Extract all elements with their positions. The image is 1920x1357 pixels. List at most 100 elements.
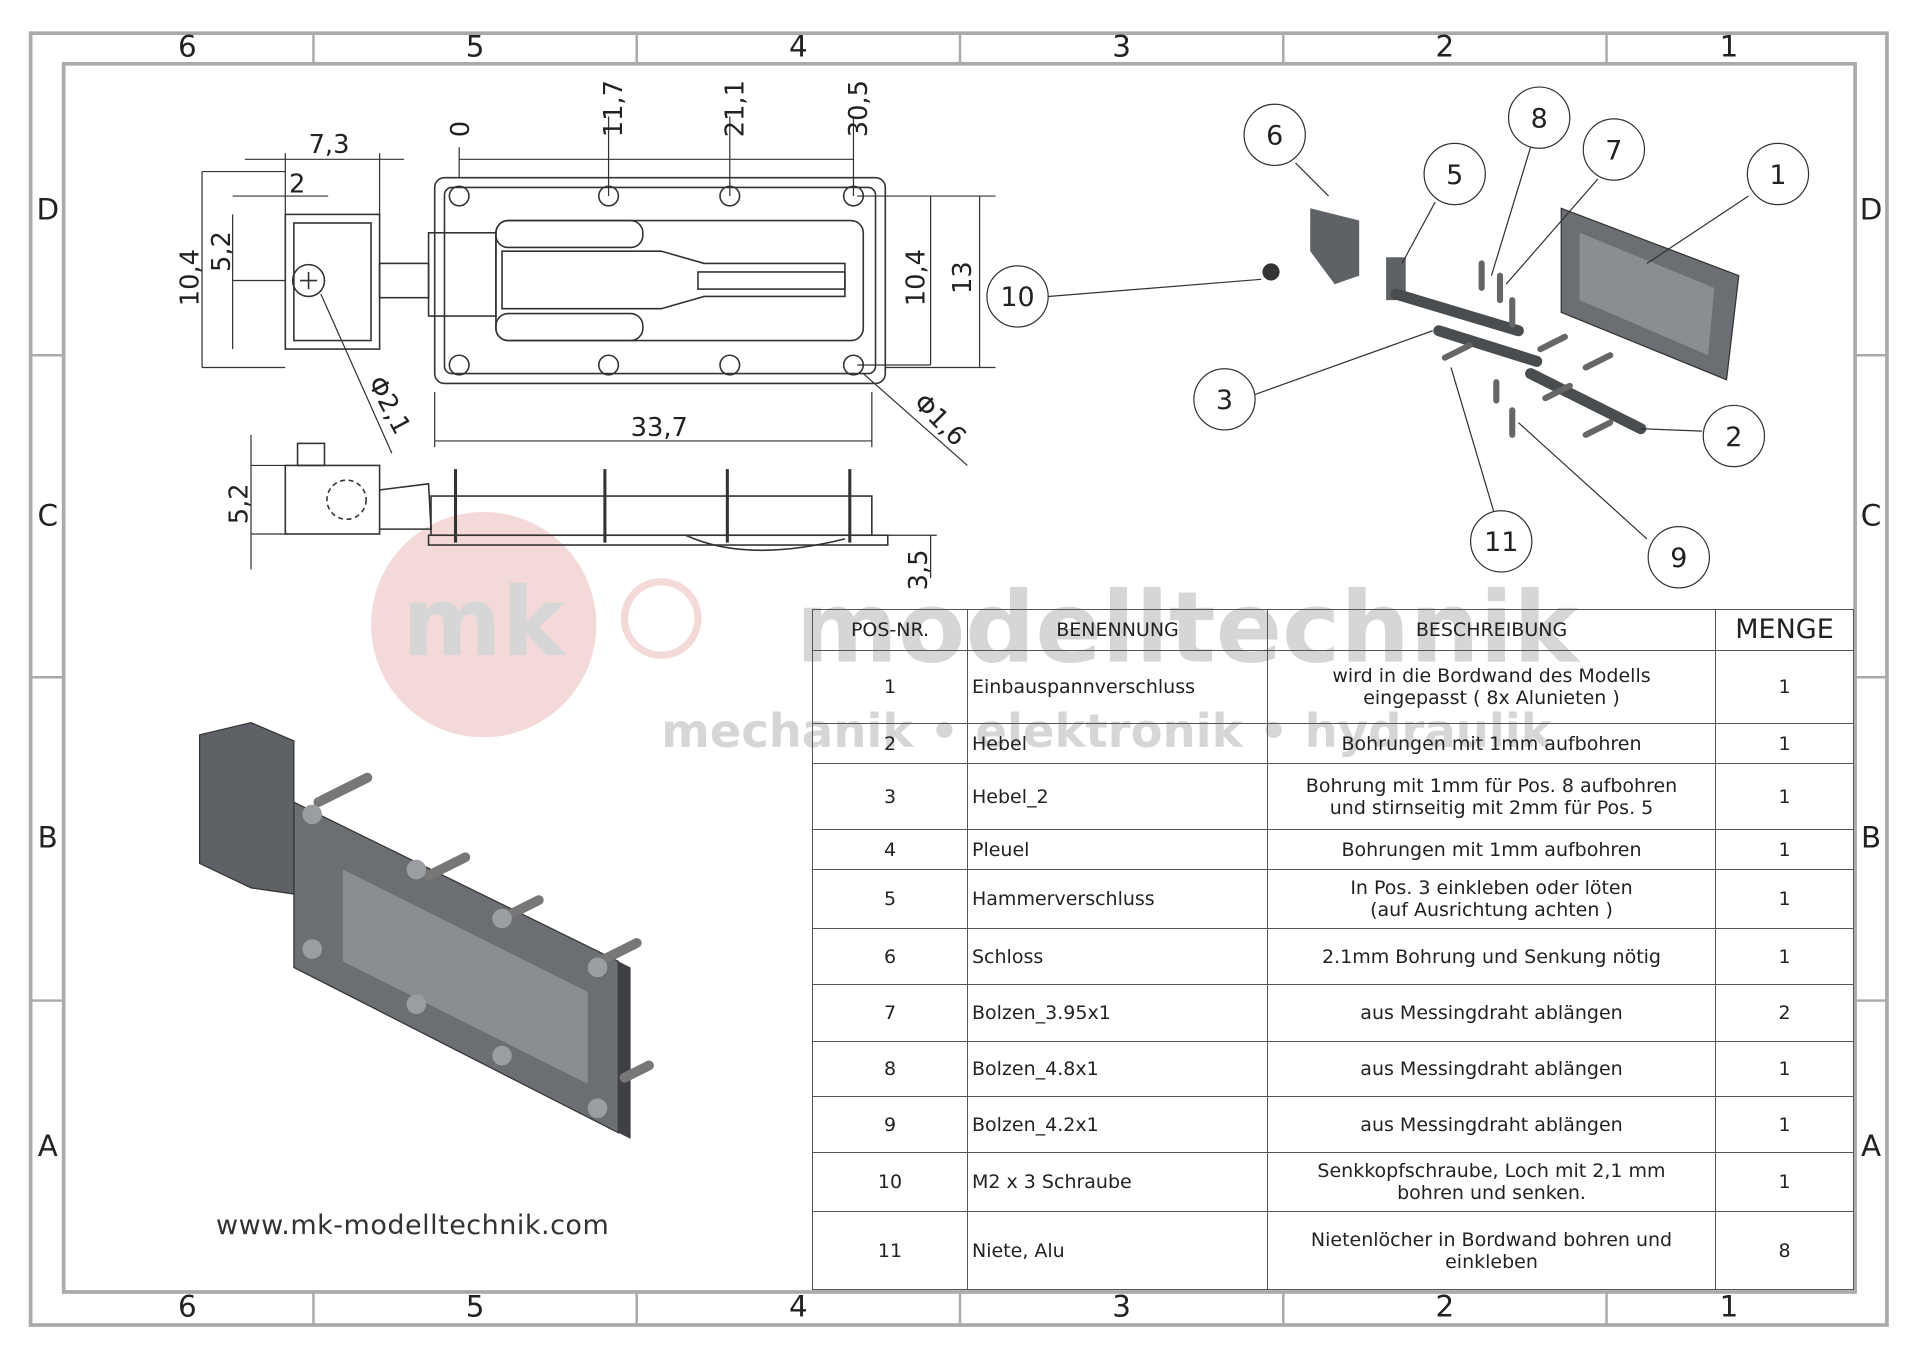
dimension-labels: 7,3 2 0 11,7 21,1 30,5 10,4 5,2 10,4 13 … — [175, 80, 978, 590]
balloon-label: 9 — [1670, 543, 1687, 574]
desc-line-2: bohren und senken. — [1397, 1182, 1586, 1204]
cell-desc: 2.1mm Bohrung und Senkung nötig — [1267, 928, 1716, 985]
zone-dividers — [30, 33, 1887, 1326]
cell-qty: 8 — [1715, 1211, 1854, 1290]
cell-pos: 3 — [812, 763, 968, 830]
balloons: 6 8 7 5 1 10 3 2 11 9 — [986, 86, 1810, 589]
desc-line-1: Senkkopfschraube, Loch mit 2,1 mm — [1317, 1160, 1666, 1182]
dim-pos-2: 21,1 — [720, 80, 750, 137]
zone-col-label: 5 — [466, 29, 485, 63]
cell-pos: 2 — [812, 723, 968, 764]
cell-pos: 8 — [812, 1041, 968, 1097]
dim-lock-half: 5,2 — [207, 231, 237, 272]
pos-value: 9 — [883, 1113, 897, 1136]
header-qty: MENGE — [1715, 609, 1854, 651]
pos-value: 8 — [883, 1058, 897, 1080]
dim-pos-3: 30,5 — [844, 80, 874, 137]
name-value: Bolzen_4.8x1 — [972, 1058, 1099, 1080]
pos-value: 1 — [883, 676, 897, 698]
qty-value: 1 — [1778, 1058, 1791, 1080]
zone-col-label: 3 — [1112, 29, 1131, 63]
balloon-label: 8 — [1531, 103, 1548, 134]
qty-value: 1 — [1778, 838, 1791, 861]
part-levers — [1390, 288, 1647, 435]
dim-side-depth: 3,5 — [904, 549, 934, 590]
name-value: Hebel — [972, 732, 1028, 755]
desc-line-1: aus Messingdraht ablängen — [1360, 1002, 1623, 1024]
qty-value: 1 — [1778, 676, 1791, 698]
cell-name: Hebel_2 — [967, 763, 1268, 830]
cell-qty: 1 — [1715, 829, 1854, 870]
qty-value: 1 — [1778, 785, 1791, 808]
desc-line-1: In Pos. 3 einkleben oder löten — [1350, 877, 1633, 899]
desc-line-2: und stirnseitig mit 2mm für Pos. 5 — [1329, 796, 1654, 819]
qty-value: 1 — [1778, 888, 1791, 910]
cell-qty: 1 — [1715, 723, 1854, 764]
website-url: www.mk-modelltechnik.com — [216, 1210, 610, 1241]
part-hammer — [1386, 257, 1406, 301]
balloon-2: 2 — [1702, 404, 1766, 468]
table-row: 4 Pleuel Bohrungen mit 1mm aufbohren 1 — [812, 829, 1854, 870]
cell-name: Pleuel — [967, 829, 1268, 870]
qty-value: 1 — [1778, 1113, 1791, 1136]
pos-value: 4 — [883, 838, 897, 861]
part-screw — [1262, 263, 1280, 281]
zone-col-label: 1 — [1720, 1289, 1739, 1323]
part-pins — [1441, 260, 1614, 438]
cell-qty: 1 — [1715, 763, 1854, 830]
part-lock — [1310, 208, 1360, 285]
header-name: BENENNUNG — [967, 609, 1268, 651]
zone-col-label: 5 — [466, 1289, 485, 1323]
cell-desc: aus Messingdraht ablängen — [1267, 984, 1716, 1042]
dim-lock-offset: 2 — [289, 169, 305, 199]
zone-col-label: 2 — [1436, 1289, 1455, 1323]
cell-name: Bolzen_3.95x1 — [967, 984, 1268, 1042]
zone-row-label: B — [38, 820, 58, 854]
name-value: Hammerverschluss — [972, 888, 1155, 910]
zone-col-label: 3 — [1112, 1289, 1131, 1323]
balloon-3: 3 — [1193, 368, 1256, 431]
name-value: Pleuel — [972, 838, 1030, 861]
cell-name: M2 x 3 Schraube — [967, 1152, 1268, 1212]
part-plate-recess — [1579, 232, 1715, 356]
cell-name: Hebel — [967, 723, 1268, 764]
exploded-view — [1262, 207, 1740, 438]
dim-pos-1: 11,7 — [599, 80, 629, 137]
cell-pos: 6 — [812, 928, 968, 985]
iso-rivets — [302, 804, 608, 1119]
desc-line-2: eingepasst ( 8x Alunieten ) — [1363, 687, 1620, 709]
iso-pins — [313, 772, 654, 1083]
cell-name: Einbauspannverschluss — [967, 650, 1268, 724]
balloon-label: 11 — [1484, 527, 1518, 558]
desc-line-1: Bohrungen mit 1mm aufbohren — [1341, 838, 1642, 861]
name-value: Einbauspannverschluss — [972, 676, 1196, 698]
zone-row-label: D — [36, 192, 59, 226]
balloon-5: 5 — [1423, 142, 1486, 206]
balloon-label: 5 — [1446, 160, 1463, 191]
desc-line-1: 2.1mm Bohrung und Senkung nötig — [1321, 945, 1661, 968]
balloon-11: 11 — [1470, 510, 1533, 573]
zone-col-label: 4 — [789, 29, 808, 63]
iso-lock — [198, 721, 295, 895]
cell-qty: 1 — [1715, 869, 1854, 929]
cell-qty: 1 — [1715, 1152, 1854, 1212]
pos-value: 11 — [877, 1239, 903, 1262]
watermark-logo: mk — [402, 566, 568, 678]
header-desc: BESCHREIBUNG — [1267, 609, 1716, 651]
qty-value: 2 — [1778, 1002, 1791, 1024]
cell-desc: aus Messingdraht ablängen — [1267, 1096, 1716, 1153]
dim-lock-hole-dia: Φ2,1 — [361, 371, 416, 439]
iso-plate-edge — [618, 961, 631, 1139]
name-value: Schloss — [972, 945, 1044, 968]
dim-plate-height: 13 — [948, 261, 978, 294]
pos-value: 5 — [883, 888, 897, 910]
zone-col-label: 4 — [789, 1289, 808, 1323]
desc-line-2: (auf Ausrichtung achten ) — [1370, 899, 1613, 921]
balloon-label: 1 — [1769, 160, 1786, 191]
zone-col-label: 2 — [1436, 29, 1455, 63]
cell-pos: 7 — [812, 984, 968, 1042]
